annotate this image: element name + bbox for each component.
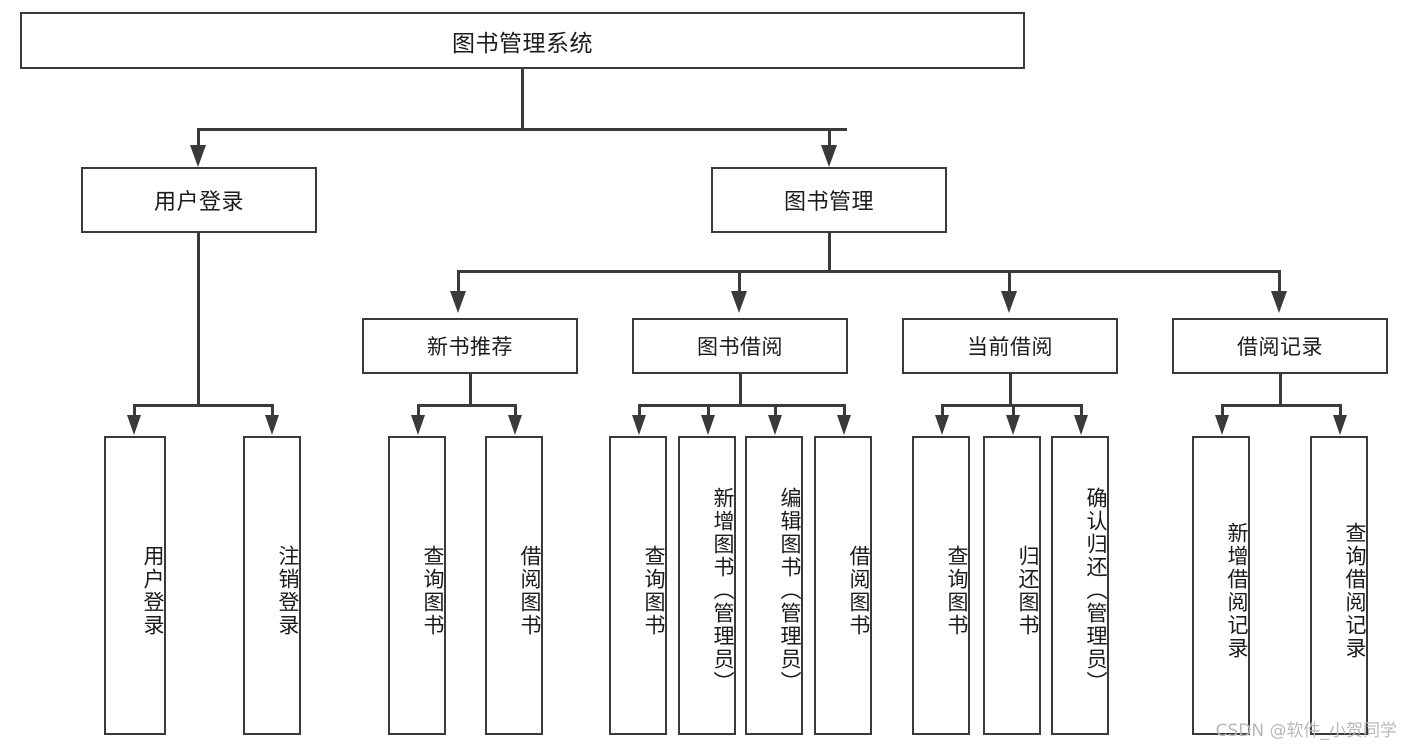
leaf-node-query-borrow-record[interactable]: 查询借阅记录	[1310, 436, 1368, 735]
connector-current-borrow-bus	[941, 404, 1080, 407]
leaf-node-return-book[interactable]: 归还图书	[983, 436, 1041, 735]
leaf-node-edit-book-admin[interactable]: 编辑图书（管理员）	[745, 436, 803, 735]
node-book-management[interactable]: 图书管理	[711, 167, 947, 233]
leaf-label: 借阅图书	[847, 544, 871, 637]
connector-level2-drop-book-manage	[828, 128, 831, 146]
arrowhead-new-book-rec	[450, 291, 466, 313]
connector-level3-bus	[457, 270, 1281, 273]
arrowhead-leaf-query-record	[1333, 415, 1347, 435]
arrowhead-leaf-query-book-borrow	[632, 415, 646, 435]
arrowhead-book-manage	[821, 145, 837, 167]
connector-drop-leaf-borrow-book	[843, 404, 846, 416]
node-current-borrow[interactable]: 当前借阅	[902, 318, 1118, 374]
connector-drop-leaf-edit-book	[774, 404, 777, 416]
node-root-book-management-system[interactable]: 图书管理系统	[20, 12, 1025, 69]
connector-drop-new-book-rec	[457, 270, 460, 292]
arrowhead-leaf-query-book-rec	[411, 415, 425, 435]
node-label: 借阅记录	[1237, 335, 1323, 359]
arrowhead-user-login	[190, 145, 206, 167]
leaf-label: 查询图书	[421, 544, 445, 637]
leaf-label: 编辑图书（管理员）	[778, 487, 802, 694]
node-book-borrow[interactable]: 图书借阅	[632, 318, 848, 374]
connector-drop-leaf-return-book	[1012, 404, 1015, 416]
connector-borrow-record-bus	[1221, 404, 1339, 407]
connector-level2-drop-user-login	[197, 128, 200, 146]
arrowhead-leaf-query-book-cur	[935, 415, 949, 435]
leaf-label: 借阅图书	[518, 544, 542, 637]
leaf-label: 注销登录	[276, 544, 300, 637]
node-borrow-record[interactable]: 借阅记录	[1172, 318, 1388, 374]
leaf-node-add-book-admin[interactable]: 新增图书（管理员）	[678, 436, 736, 735]
connector-book-borrow-stem	[739, 374, 742, 406]
leaf-node-confirm-return-admin[interactable]: 确认归还（管理员）	[1051, 436, 1109, 735]
connector-user-login-bus	[133, 404, 274, 407]
connector-drop-leaf-add-book	[707, 404, 710, 416]
connector-drop-leaf-logout-login	[271, 404, 274, 416]
leaf-node-logout-login[interactable]: 注销登录	[243, 436, 301, 735]
connector-level2-bus	[197, 128, 847, 131]
connector-current-borrow-stem	[1009, 374, 1012, 406]
connector-new-book-rec-stem	[469, 374, 472, 406]
connector-drop-leaf-borrow-book-rec	[514, 404, 517, 416]
arrowhead-leaf-add-record	[1215, 415, 1229, 435]
csdn-watermark: CSDN @软件_小贺同学	[1215, 721, 1397, 741]
node-user-login[interactable]: 用户登录	[81, 167, 317, 233]
leaf-node-query-book-current[interactable]: 查询图书	[912, 436, 970, 735]
leaf-label: 查询借阅记录	[1343, 521, 1367, 660]
node-label: 图书管理系统	[452, 30, 593, 57]
leaf-label: 归还图书	[1016, 544, 1040, 637]
leaf-label: 新增借阅记录	[1225, 521, 1249, 660]
connector-drop-leaf-query-record	[1339, 404, 1342, 416]
leaf-node-borrow-book-recommend[interactable]: 借阅图书	[485, 436, 543, 735]
connector-book-manage-stem	[828, 233, 831, 272]
leaf-label: 确认归还（管理员）	[1084, 487, 1108, 694]
leaf-node-add-borrow-record[interactable]: 新增借阅记录	[1192, 436, 1250, 735]
connector-new-book-rec-bus	[417, 404, 514, 407]
connector-drop-leaf-user-login	[133, 404, 136, 416]
arrowhead-leaf-edit-book	[768, 415, 782, 435]
leaf-label: 新增图书（管理员）	[711, 487, 735, 694]
leaf-node-borrow-book[interactable]: 借阅图书	[814, 436, 872, 735]
node-label: 图书管理	[783, 190, 874, 215]
connector-root-stem	[521, 69, 524, 130]
arrowhead-leaf-logout-login	[265, 415, 279, 435]
node-label: 新书推荐	[427, 335, 513, 359]
connector-user-login-stem	[197, 233, 200, 406]
connector-drop-book-borrow	[738, 270, 741, 292]
leaf-node-user-login[interactable]: 用户登录	[104, 436, 166, 735]
connector-drop-leaf-add-record	[1221, 404, 1224, 416]
connector-drop-borrow-record	[1278, 270, 1281, 292]
arrowhead-borrow-record	[1271, 291, 1287, 313]
arrowhead-leaf-confirm-return	[1074, 415, 1088, 435]
arrowhead-leaf-borrow-book	[837, 415, 851, 435]
node-label: 图书借阅	[697, 335, 783, 359]
arrowhead-leaf-return-book	[1006, 415, 1020, 435]
connector-drop-leaf-query-book-borrow	[638, 404, 641, 416]
leaf-label: 用户登录	[141, 544, 165, 637]
connector-drop-leaf-query-book-rec	[417, 404, 420, 416]
connector-drop-current-borrow	[1008, 270, 1011, 292]
arrowhead-leaf-user-login	[127, 415, 141, 435]
leaf-label: 查询图书	[642, 544, 666, 637]
arrowhead-leaf-add-book	[701, 415, 715, 435]
leaf-node-query-book-borrow[interactable]: 查询图书	[609, 436, 667, 735]
connector-drop-leaf-confirm-return	[1080, 404, 1083, 416]
arrowhead-current-borrow	[1001, 291, 1017, 313]
arrowhead-book-borrow	[731, 291, 747, 313]
node-label: 当前借阅	[967, 335, 1053, 359]
connector-book-borrow-bus	[638, 404, 844, 407]
node-new-book-recommend[interactable]: 新书推荐	[362, 318, 578, 374]
arrowhead-leaf-borrow-book-rec	[508, 415, 522, 435]
leaf-label: 查询图书	[945, 544, 969, 637]
connector-drop-leaf-query-book-cur	[941, 404, 944, 416]
connector-borrow-record-stem	[1279, 374, 1282, 406]
leaf-node-query-book-recommend[interactable]: 查询图书	[388, 436, 446, 735]
node-label: 用户登录	[153, 190, 244, 215]
